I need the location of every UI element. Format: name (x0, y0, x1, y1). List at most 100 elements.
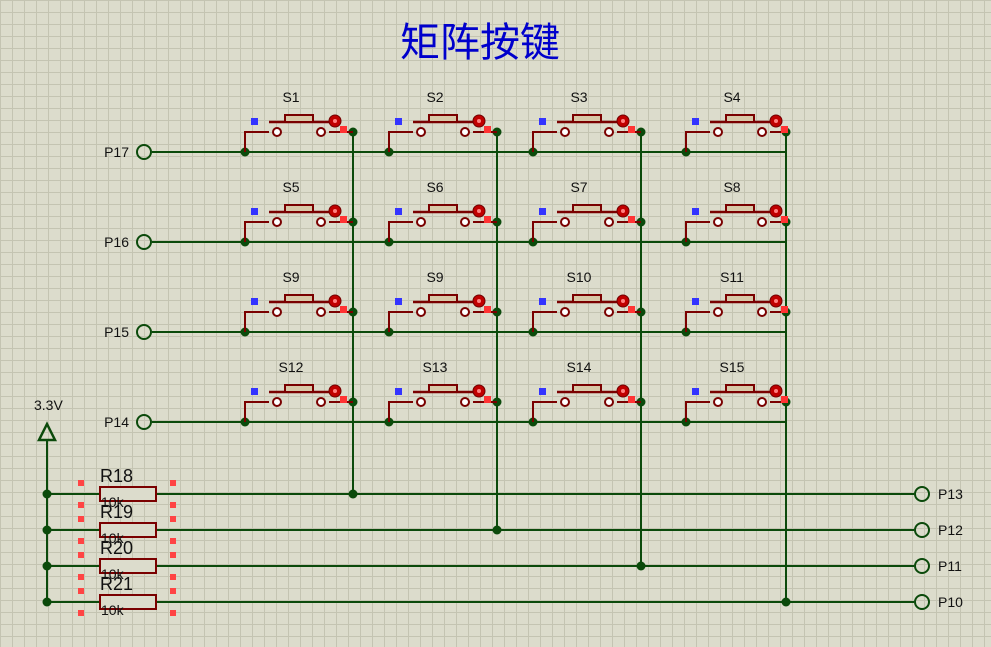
push-button-switch: S5 (244, 179, 353, 242)
pin-marker (251, 208, 258, 215)
switch-plunger (725, 384, 755, 393)
switch-lead (532, 311, 557, 332)
switch-label: S2 (426, 89, 443, 105)
switch-label: S10 (567, 269, 592, 285)
switch-contact (604, 127, 614, 137)
resistor-body (99, 486, 157, 502)
resistor-name: R19 (100, 502, 133, 522)
switch-lead (244, 311, 269, 332)
switch-state-indicator-center (333, 209, 337, 213)
switch-state-indicator-center (774, 119, 778, 123)
resistor-value: 10k (101, 602, 125, 618)
column-port-label: P13 (938, 486, 963, 502)
switch-contact (416, 217, 426, 227)
switch-label: S7 (570, 179, 587, 195)
switch-state-indicator-center (774, 389, 778, 393)
column-port-terminal (914, 558, 930, 574)
switch-contact (757, 127, 767, 137)
push-button-switch: S4 (685, 89, 788, 152)
pin-marker (692, 388, 699, 395)
column-port-label: P10 (938, 594, 963, 610)
switch-contact (316, 217, 326, 227)
switch-contact (604, 307, 614, 317)
switch-contact (460, 397, 470, 407)
switch-label: S3 (570, 89, 587, 105)
switch-label: S12 (279, 359, 304, 375)
pin-marker (692, 298, 699, 305)
pin-marker (628, 126, 635, 133)
pin-marker (340, 396, 347, 403)
row-port-terminal (136, 234, 152, 250)
pin-marker (340, 126, 347, 133)
switch-label: S5 (282, 179, 299, 195)
pin-marker (78, 588, 84, 594)
row-port-terminal (136, 144, 152, 160)
switch-lead (388, 311, 413, 332)
switch-contact (713, 307, 723, 317)
switch-plunger (572, 294, 602, 303)
push-button-switch: S12 (244, 359, 353, 422)
switch-lead (685, 401, 710, 422)
switch-label: S8 (723, 179, 740, 195)
switch-contact (416, 307, 426, 317)
switch-contact (416, 127, 426, 137)
switch-contact (604, 397, 614, 407)
switch-label: S9 (426, 269, 443, 285)
push-button-switch: S2 (388, 89, 497, 152)
push-button-switch: S1 (244, 89, 353, 152)
switch-plunger (725, 294, 755, 303)
pin-marker (395, 208, 402, 215)
switch-plunger (428, 114, 458, 123)
switch-state-indicator-center (621, 389, 625, 393)
switch-plunger (725, 114, 755, 123)
junction-dot (42, 525, 52, 535)
switch-plunger (284, 294, 314, 303)
column-port-label: P11 (938, 558, 962, 574)
pin-marker (251, 298, 258, 305)
pin-marker (78, 538, 84, 544)
row-port-label: P14 (104, 414, 129, 430)
switch-contact (560, 397, 570, 407)
resistor-name: R21 (100, 574, 133, 594)
switch-label: S9 (282, 269, 299, 285)
switch-lead (532, 401, 557, 422)
column-port-label: P12 (938, 522, 963, 538)
pin-marker (539, 388, 546, 395)
switch-contact (757, 397, 767, 407)
switch-label: S6 (426, 179, 443, 195)
switch-lead (685, 311, 710, 332)
switch-lead (244, 401, 269, 422)
resistor: 10k R21 (78, 574, 176, 618)
pin-marker (628, 216, 635, 223)
switch-plunger (284, 384, 314, 393)
pin-marker (628, 396, 635, 403)
push-button-switch: S10 (532, 269, 641, 332)
pin-marker (78, 610, 84, 616)
pin-marker (484, 126, 491, 133)
junction-dot (42, 597, 52, 607)
switch-contact (460, 307, 470, 317)
switch-contact (560, 127, 570, 137)
resistor-value: 10k (101, 530, 125, 546)
resistor-value: 10k (101, 494, 125, 510)
push-button-switch: S15 (685, 359, 788, 422)
switch-contact (316, 127, 326, 137)
switch-contact (560, 217, 570, 227)
switch-state-indicator-center (333, 389, 337, 393)
push-button-switch: S13 (388, 359, 497, 422)
switch-state-indicator-center (621, 209, 625, 213)
switch-state-indicator-center (477, 209, 481, 213)
switch-contact (604, 217, 614, 227)
pin-marker (340, 216, 347, 223)
switch-plunger (428, 294, 458, 303)
wires (42, 127, 914, 607)
pin-marker (78, 516, 84, 522)
resistor-name: R20 (100, 538, 133, 558)
switch-plunger (572, 384, 602, 393)
switch-lead (685, 221, 710, 242)
switch-contact (713, 397, 723, 407)
